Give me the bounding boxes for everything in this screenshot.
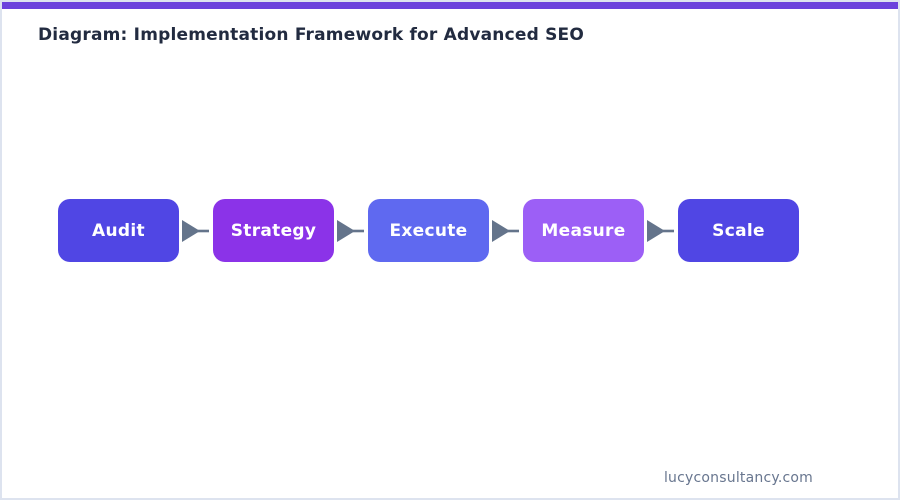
flow-arrow-icon (489, 219, 523, 243)
flow-arrow-icon (179, 219, 213, 243)
flow-step-strategy: Strategy (213, 199, 334, 262)
flow-step-measure: Measure (523, 199, 644, 262)
page-title: Diagram: Implementation Framework for Ad… (38, 25, 585, 45)
flow-diagram: Audit Strategy Execute Measure Scale (58, 199, 799, 262)
accent-bar (2, 2, 898, 9)
flow-arrow-icon (334, 219, 368, 243)
footer-domain-text: lucyconsultancy.com (663, 470, 813, 486)
flow-step-scale: Scale (678, 199, 799, 262)
flow-step-execute: Execute (368, 199, 489, 262)
flow-arrow-icon (644, 219, 678, 243)
flow-step-audit: Audit (58, 199, 179, 262)
